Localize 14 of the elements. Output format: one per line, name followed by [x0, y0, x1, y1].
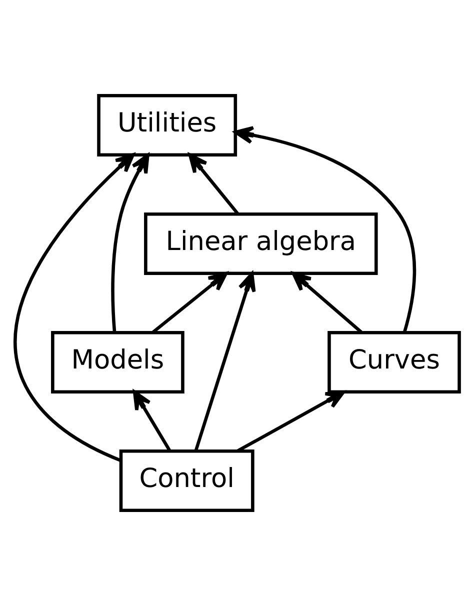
arrow [292, 271, 362, 333]
node-box: Utilities [97, 93, 238, 156]
arrow [14, 152, 135, 462]
arrow [111, 153, 150, 332]
arrow [188, 152, 239, 214]
node-box: Curves [328, 330, 461, 394]
node-box: Control [119, 449, 254, 512]
arrow [234, 126, 416, 332]
node-box: Linear algebra [144, 212, 378, 275]
node-box: Models [51, 330, 184, 394]
arrow [194, 272, 256, 451]
arrow [132, 390, 172, 451]
arrow [152, 271, 228, 333]
arrow [236, 390, 345, 452]
